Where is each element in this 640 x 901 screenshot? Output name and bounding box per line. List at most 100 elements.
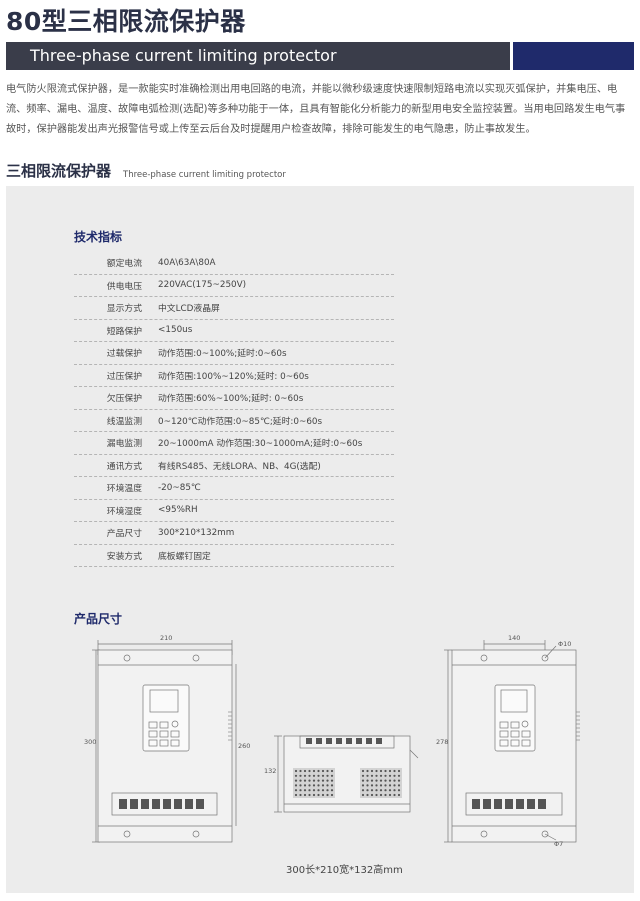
vent-dot xyxy=(308,779,311,782)
vent-dot xyxy=(312,774,316,777)
vent-dot xyxy=(388,789,392,792)
vent-dot xyxy=(393,769,396,773)
vent-dot xyxy=(388,774,392,777)
vent-dot xyxy=(330,779,334,782)
vent-dot xyxy=(317,784,320,787)
vent-dot xyxy=(321,793,325,797)
vent-dot xyxy=(397,769,401,773)
spec-key: 过载保护 xyxy=(106,349,142,360)
spec-key: 线温监测 xyxy=(106,416,142,427)
vent-dot xyxy=(393,789,396,792)
spec-row: 线温监测 0~120℃动作范围:0~85℃;延时:0~60s xyxy=(74,410,394,432)
banner-accent xyxy=(513,42,634,70)
vent-dot xyxy=(317,789,320,792)
vent-dot xyxy=(384,774,387,777)
spec-row: 环境湿度<95%RH xyxy=(74,500,394,522)
spec-value: 20~1000mA 动作范围:30~1000mA;延时:0~60s xyxy=(158,439,363,450)
vent-dot xyxy=(361,784,365,787)
vent-dot xyxy=(303,779,307,782)
section-title: 三相限流保护器 xyxy=(6,162,112,180)
vent-dot xyxy=(366,769,369,773)
vent-dot xyxy=(366,793,369,797)
vent-dot xyxy=(393,779,396,782)
vent-dot xyxy=(366,789,369,792)
vent-dot xyxy=(312,779,316,782)
vent-dot xyxy=(330,784,334,787)
spec-row: 环境温度 -20~85℃ xyxy=(74,477,394,500)
spec-key: 额定电流 xyxy=(106,259,142,270)
spec-value: 0~120℃动作范围:0~85℃;延时:0~60s xyxy=(158,416,323,427)
dim-back-hole-spacing: 140 xyxy=(508,634,520,642)
vent-dot xyxy=(397,779,401,782)
dimensions-heading: 产品尺寸 xyxy=(74,612,123,626)
vent-dot xyxy=(294,769,298,773)
spec-key: 环境湿度 xyxy=(106,506,142,517)
front-view-drawing xyxy=(92,640,237,843)
vent-dot xyxy=(370,779,374,782)
vent-dot xyxy=(330,793,334,797)
vent-dot xyxy=(294,784,298,787)
title-banner: Three-phase current limiting protector xyxy=(6,42,510,70)
vent-dot xyxy=(384,779,387,782)
spec-value: 300*210*132mm xyxy=(158,527,235,538)
vent-dot xyxy=(370,784,374,787)
vent-dot xyxy=(330,769,334,773)
spec-row: 安装方式底板螺钉固定 xyxy=(74,545,394,567)
specs-heading: 技术指标 xyxy=(74,230,123,244)
dim-back-top-hole: Φ10 xyxy=(558,640,571,648)
vent-dot xyxy=(361,789,365,792)
spec-value: 40A\63A\80A xyxy=(158,257,216,268)
vent-dot xyxy=(330,789,334,792)
vent-dot xyxy=(321,789,325,792)
spec-value: 动作范围:100%~120%;延时: 0~60s xyxy=(158,371,309,382)
vent-dot xyxy=(379,793,383,797)
vent-dot xyxy=(379,789,383,792)
vent-dot xyxy=(388,793,392,797)
vent-dot xyxy=(308,789,311,792)
spec-key: 显示方式 xyxy=(106,304,142,315)
vent-dot xyxy=(379,769,383,773)
vent-dot xyxy=(326,784,329,787)
vent-dot xyxy=(326,774,329,777)
vent-dot xyxy=(321,784,325,787)
vent-dot xyxy=(317,793,320,797)
vent-dot xyxy=(299,779,302,782)
vent-dot xyxy=(330,774,334,777)
banner-english-title: Three-phase current limiting protector xyxy=(30,46,337,65)
vent-dot xyxy=(294,774,298,777)
spec-value: -20~85℃ xyxy=(158,482,201,493)
vent-dot xyxy=(397,789,401,792)
vent-dot xyxy=(397,774,401,777)
vent-dot xyxy=(375,774,378,777)
intro-paragraph: 电气防火限流式保护器，是一款能实时准确检测出用电回路的电流，并能以微秒级速度快速… xyxy=(6,84,626,135)
spec-row: 显示方式 中文LCD液晶屏 xyxy=(74,297,394,320)
vent-dot xyxy=(361,769,365,773)
vent-dot xyxy=(366,774,369,777)
vent-dot xyxy=(312,789,316,792)
spec-key: 欠压保护 xyxy=(106,394,142,405)
vent-dot xyxy=(303,793,307,797)
vent-dot xyxy=(308,774,311,777)
vent-dot xyxy=(321,779,325,782)
spec-value: 中文LCD液晶屏 xyxy=(158,304,220,315)
vent-dot xyxy=(393,774,396,777)
spec-key: 短路保护 xyxy=(106,326,142,337)
vent-dot xyxy=(299,793,302,797)
vent-dot xyxy=(294,789,298,792)
vent-dot xyxy=(299,789,302,792)
dim-front-inner-height: 260 xyxy=(238,742,250,750)
vent-dot xyxy=(366,779,369,782)
vent-dot xyxy=(388,769,392,773)
spec-row: 通讯方式有线RS485、无线LORA、NB、4G(选配) xyxy=(74,455,394,477)
vent-dot xyxy=(379,784,383,787)
spec-row: 欠压保护 动作范围:60%~100%;延时: 0~60s xyxy=(74,387,394,410)
vent-dot xyxy=(370,774,374,777)
vent-dot xyxy=(361,793,365,797)
spec-key: 环境温度 xyxy=(106,484,142,495)
vent-dot xyxy=(379,779,383,782)
spec-value: 动作范围:60%~100%;延时: 0~60s xyxy=(158,394,304,405)
spec-value: 底板螺钉固定 xyxy=(158,551,211,562)
dim-side-depth: 132 xyxy=(264,767,276,775)
